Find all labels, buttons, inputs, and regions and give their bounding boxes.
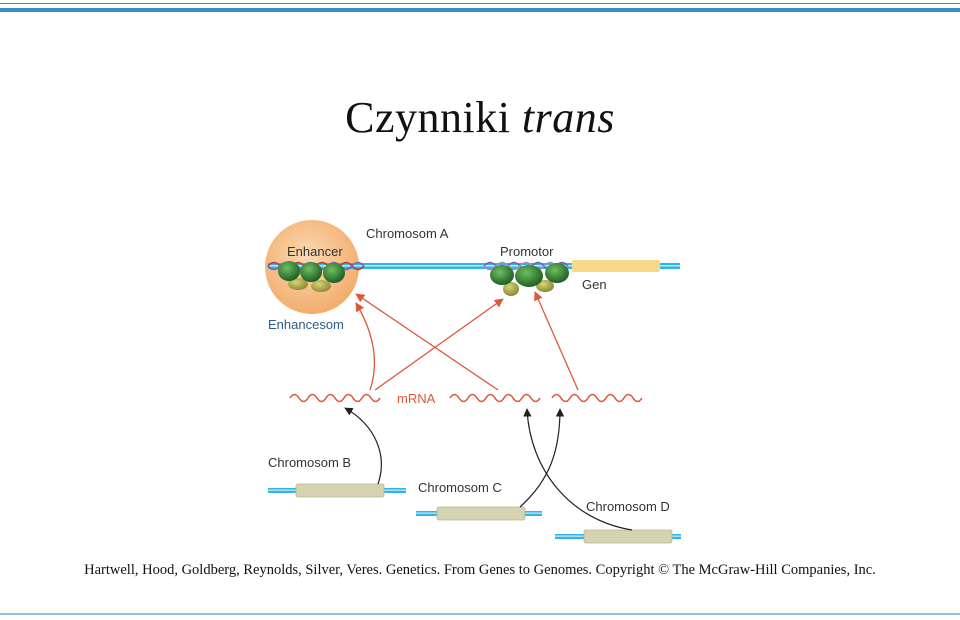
slide-title: Czynniki trans (0, 92, 960, 143)
mrna-strand-2 (449, 393, 541, 403)
enhancer-proteins (278, 261, 345, 292)
top-rule-thick (0, 8, 960, 12)
chromosome-b (268, 483, 406, 498)
chromosome-d (555, 529, 681, 544)
arrow-mrna3-to-promotor (534, 291, 579, 391)
gene-label: Gen (582, 277, 607, 292)
mrna-strand-3 (551, 393, 643, 403)
mrna-strand-1 (289, 393, 381, 403)
enhancer-label: Enhancer (287, 244, 343, 259)
chromosome-c-label: Chromosom C (418, 480, 502, 495)
arrow-b-to-mrna (344, 407, 382, 485)
mrna-strands (289, 393, 643, 403)
chromosome-a-label: Chromosom A (366, 226, 449, 241)
title-italic: trans (521, 93, 615, 142)
black-arrows (344, 407, 633, 531)
enhancesom-label: Enhancesom (268, 317, 344, 332)
arrow-d-to-mrna (523, 408, 633, 531)
chromosome-c (416, 506, 542, 521)
bottom-rule (0, 613, 960, 615)
promotor-label: Promotor (500, 244, 554, 259)
promotor-proteins (490, 263, 569, 296)
top-rule-thin (0, 3, 960, 4)
chromosome-a-dna (268, 260, 680, 272)
arrow-mrna2-to-enhancer (355, 293, 499, 391)
chromosome-d-label: Chromosom D (586, 499, 670, 514)
source-credit: Hartwell, Hood, Goldberg, Reynolds, Silv… (84, 562, 876, 578)
arrow-mrna1-to-enhancer (355, 302, 376, 391)
arrow-mrna1-to-promotor (374, 298, 504, 391)
chromosome-b-label: Chromosom B (268, 455, 351, 470)
title-plain: Czynniki (345, 93, 522, 142)
gene-segment (572, 260, 660, 272)
mrna-label: mRNA (397, 391, 436, 406)
arrow-c-to-mrna (519, 408, 565, 508)
red-arrows (355, 291, 579, 391)
